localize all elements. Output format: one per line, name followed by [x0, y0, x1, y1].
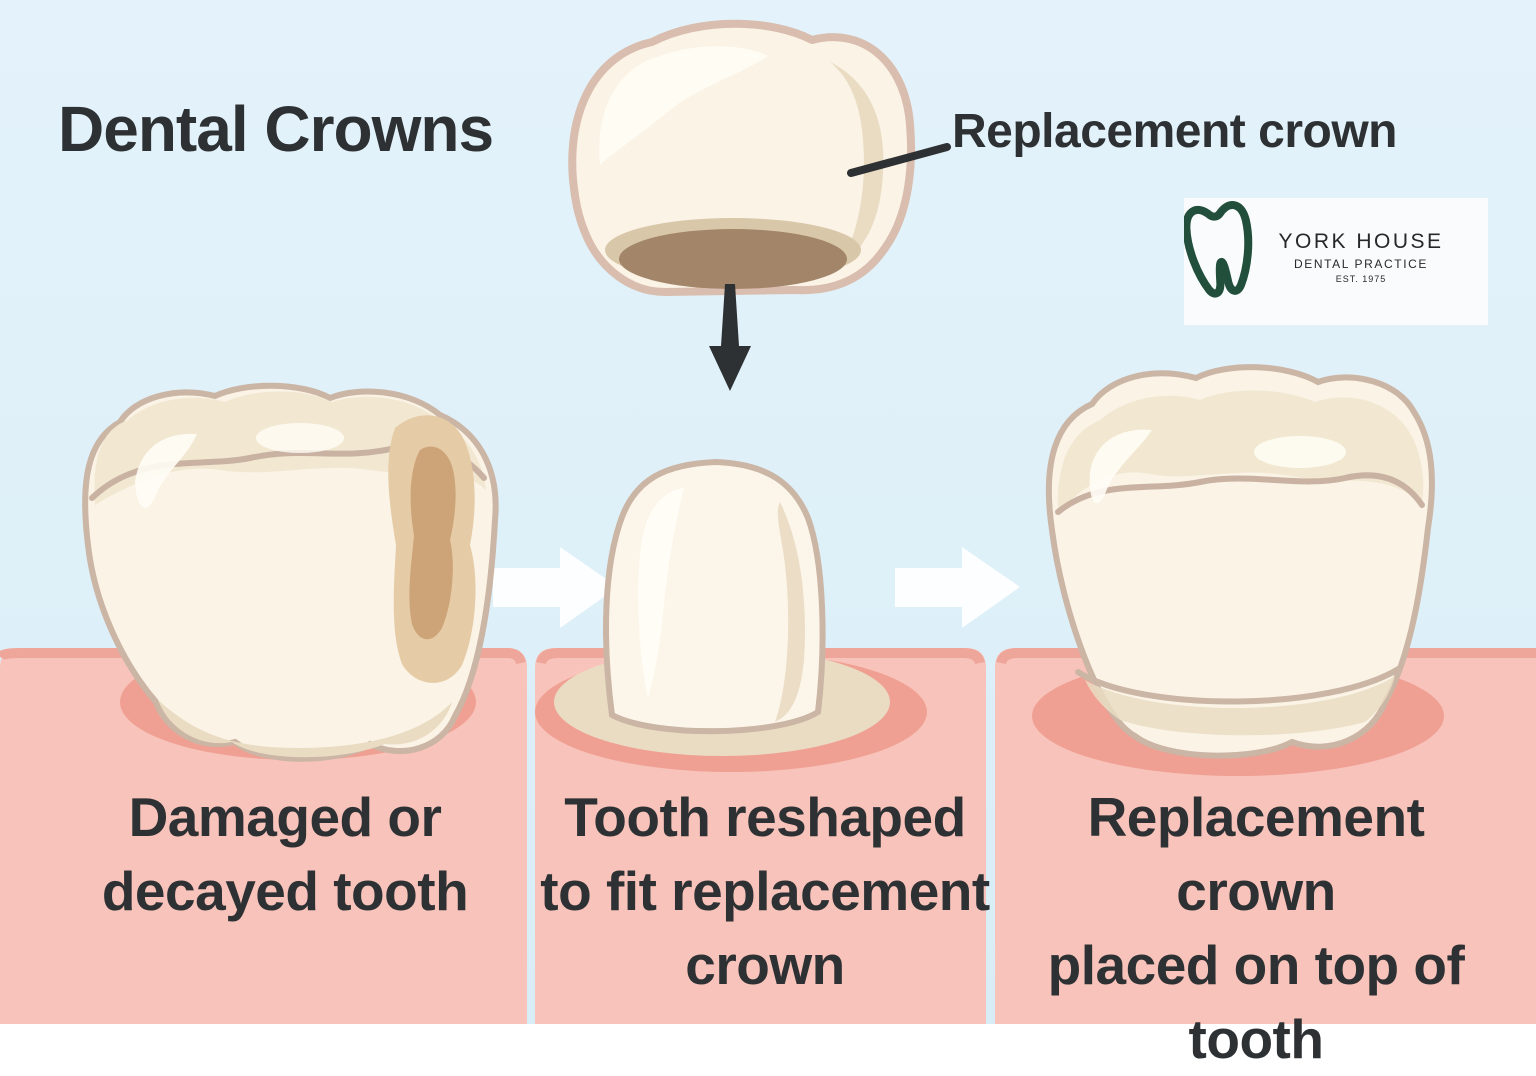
practice-logo: YORK HOUSE DENTAL PRACTICE EST. 1975 — [1184, 198, 1488, 325]
step-caption-reshaped: Tooth reshaped to fit replacement crown — [540, 786, 990, 996]
decay-patch — [388, 415, 476, 683]
damaged-tooth-illustration — [82, 382, 499, 762]
annotation-pointer-line — [847, 143, 951, 177]
illustration-canvas — [0, 0, 1536, 1024]
logo-established: EST. 1975 — [1335, 274, 1387, 284]
reshaped-tooth-illustration — [554, 458, 890, 756]
arrow-down-icon — [709, 284, 751, 391]
step-caption-placed: Replacement crown placed on top of tooth — [1047, 786, 1465, 1070]
step-caption-damaged: Damaged or decayed tooth — [101, 786, 469, 922]
logo-practice-name: YORK HOUSE — [1278, 230, 1444, 253]
arrow-right-icon — [895, 547, 1020, 628]
page-title: Dental Crowns — [58, 93, 494, 165]
arrow-right-icon — [493, 547, 618, 628]
logo-tooth-icon — [1184, 201, 1253, 298]
replacement-crown-illustration — [568, 19, 916, 296]
logo-practice-subtitle: DENTAL PRACTICE — [1293, 257, 1428, 271]
crowned-tooth-illustration — [1045, 364, 1435, 759]
replacement-crown-label: Replacement crown — [952, 105, 1397, 158]
logo-text-block: YORK HOUSE DENTAL PRACTICE EST. 1975 — [1266, 230, 1456, 284]
crown-opening — [619, 229, 847, 289]
crown-seam-line — [1075, 665, 1403, 705]
